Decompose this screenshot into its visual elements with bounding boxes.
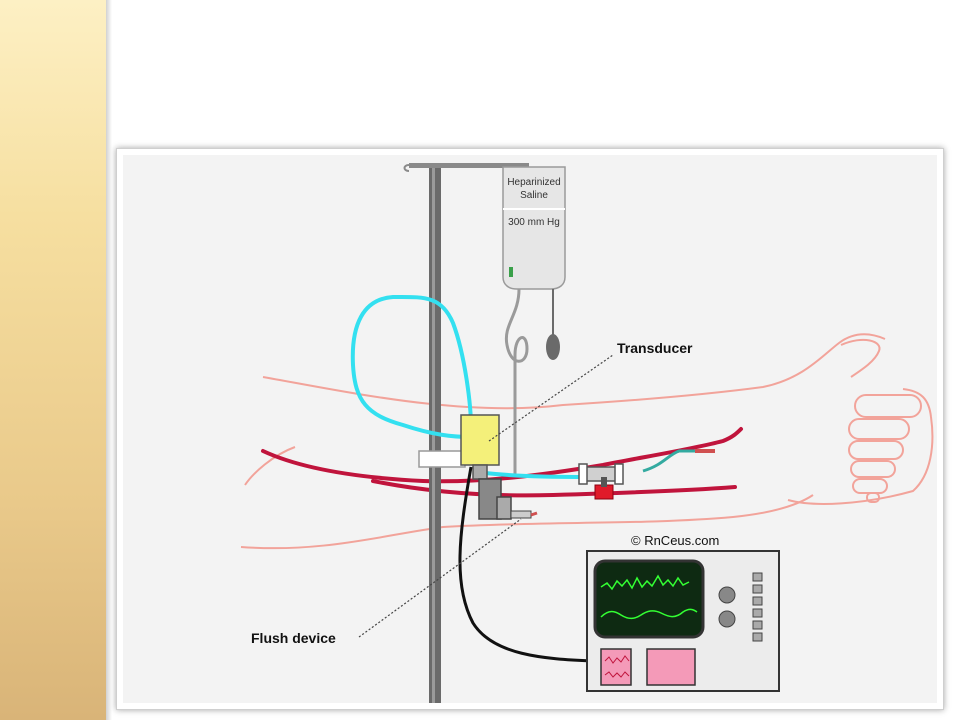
monitor-cable bbox=[458, 466, 594, 663]
copyright-text: © RnCeus.com bbox=[631, 533, 719, 548]
arm-outline bbox=[240, 333, 934, 550]
hand-fingers bbox=[848, 394, 922, 503]
bag-label-line2: Saline bbox=[520, 190, 548, 201]
monitor-button bbox=[752, 584, 763, 594]
waveform-bottom bbox=[600, 608, 698, 620]
bedside-monitor bbox=[586, 550, 780, 692]
monitor-knob-top bbox=[718, 586, 736, 604]
bag-pressure-label: 300 mm Hg bbox=[508, 217, 560, 228]
monitor-button bbox=[752, 572, 763, 582]
pole-clamp bbox=[418, 450, 466, 468]
stopcock bbox=[578, 463, 624, 500]
strip-printer bbox=[600, 648, 632, 686]
catheter-line bbox=[642, 449, 695, 473]
waveform-top bbox=[600, 574, 690, 591]
flush-device-label: Flush device bbox=[251, 630, 336, 646]
transducer-body bbox=[460, 414, 500, 466]
transducer-label: Transducer bbox=[617, 340, 693, 356]
decorative-side-bar bbox=[0, 0, 112, 720]
monitor-button bbox=[752, 608, 763, 618]
monitor-button bbox=[752, 620, 763, 630]
monitor-button bbox=[752, 632, 763, 642]
diagram-frame: Heparinized Saline 300 mm Hg bbox=[116, 148, 944, 710]
monitor-button bbox=[752, 596, 763, 606]
monitor-knob-bottom bbox=[718, 610, 736, 628]
flush-device-leader bbox=[358, 518, 522, 638]
transducer-leader bbox=[488, 354, 614, 442]
strip-trace bbox=[604, 671, 630, 678]
monitor-screen bbox=[593, 559, 705, 639]
arterial-line-diagram: Heparinized Saline 300 mm Hg bbox=[123, 155, 937, 703]
arteries bbox=[261, 427, 743, 498]
saline-pressure-bag bbox=[502, 166, 566, 475]
flush-device bbox=[472, 464, 538, 520]
bag-label-line1: Heparinized bbox=[507, 177, 560, 188]
strip-trace bbox=[604, 655, 630, 664]
monitor-display-pad bbox=[646, 648, 696, 686]
